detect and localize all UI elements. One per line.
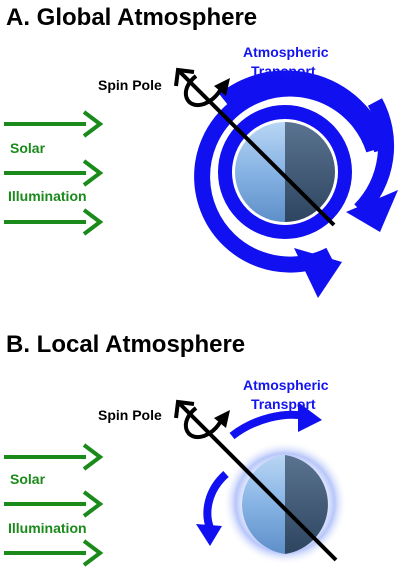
rotation-arrowhead-b xyxy=(214,410,230,428)
illumination-label-b: Illumination xyxy=(8,520,87,536)
solar-arrow xyxy=(4,443,104,471)
transport-label-line2-a: Transport xyxy=(251,63,316,79)
solar-arrow xyxy=(4,539,104,567)
solar-arrows-a xyxy=(4,110,104,236)
spin-axis-b xyxy=(178,402,338,562)
panel-b-title: B. Local Atmosphere xyxy=(6,331,245,358)
panel-b: B. Local Atmosphere Solar Illumination xyxy=(4,331,347,567)
local-transport-arc-left-b xyxy=(196,471,229,546)
planet-a xyxy=(235,122,335,222)
spin-pole-label-a: Spin Pole xyxy=(98,77,162,93)
atmospheric-transport-arc-top-a xyxy=(219,70,390,153)
rotation-arc-a xyxy=(183,74,224,108)
solar-label-b: Solar xyxy=(10,471,46,487)
local-transport-arc-top-b xyxy=(229,402,322,440)
panel-a-title: A. Global Atmosphere xyxy=(6,4,257,31)
transport-label-line2-b: Transport xyxy=(251,396,316,412)
transport-arrowhead-bottom-a xyxy=(294,248,342,298)
panel-a: A. Global Atmosphere Solar Illumination xyxy=(4,4,398,298)
solar-arrows-b xyxy=(4,443,104,567)
atmospheric-transport-ring-outer-a xyxy=(194,80,395,273)
solar-arrow xyxy=(4,208,104,236)
spin-axis-a xyxy=(178,70,336,227)
transport-arrowhead-right-a xyxy=(346,190,398,232)
rotation-arc-b xyxy=(183,406,224,440)
solar-arrow xyxy=(4,110,104,138)
spin-axis-arrowhead-b xyxy=(174,399,195,419)
rotation-arrowhead-a xyxy=(214,78,230,96)
solar-label-a: Solar xyxy=(10,140,46,156)
atmospheric-transport-ring-inner-a xyxy=(218,105,352,239)
solar-arrow xyxy=(4,490,104,518)
transport-label-line1-a: Atmospheric xyxy=(243,44,329,60)
planet-b xyxy=(242,455,328,554)
spin-axis-arrowhead-a xyxy=(174,67,195,87)
spin-pole-label-b: Spin Pole xyxy=(98,407,162,423)
transport-label-line1-b: Atmospheric xyxy=(243,377,329,393)
illumination-label-a: Illumination xyxy=(8,188,87,204)
solar-arrow xyxy=(4,159,104,187)
